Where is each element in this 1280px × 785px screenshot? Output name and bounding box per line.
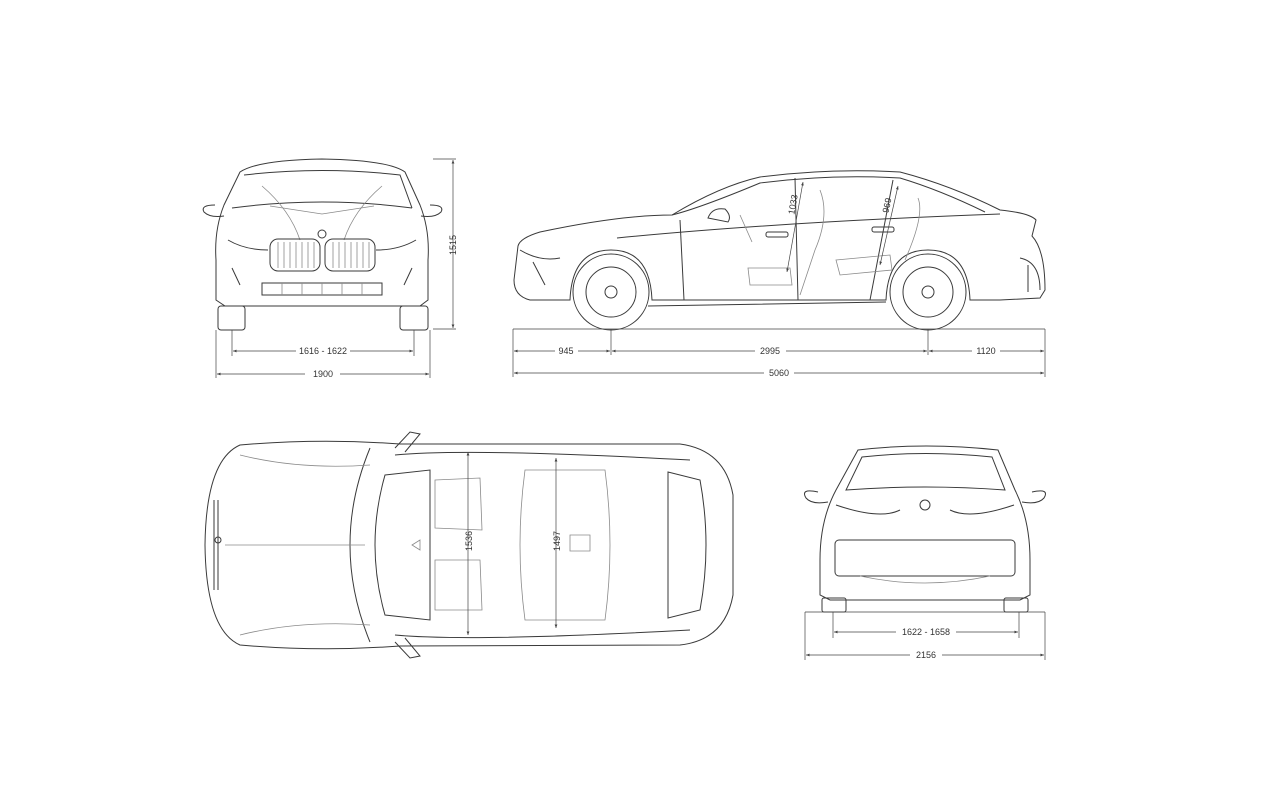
rear-shoulder-width-label: 1497 [552,531,562,551]
front-width-label: 1900 [313,369,333,379]
front-wheel [572,253,650,331]
front-headroom-label: 1033 [786,194,799,215]
rear-overhang-label: 1120 [976,346,995,356]
top-view: 1536 1497 [204,431,734,659]
length-label: 5060 [769,368,789,378]
front-shoulder-width-label: 1536 [464,531,474,551]
front-track-label: 1616 - 1622 [299,346,347,356]
front-overhang-label: 945 [558,346,573,356]
front-height-label: 1515 [448,235,458,255]
wheelbase-label: 2995 [760,346,780,356]
side-view: 1033 969 945 2995 1120 5060 [512,170,1046,378]
front-view: 1515 1616 - 1622 1900 [202,158,458,379]
rear-track-label: 1622 - 1658 [902,627,950,637]
rear-wheel [889,253,967,331]
width-with-mirrors-label: 2156 [916,650,936,660]
rear-view: 1622 - 1658 2156 [804,445,1046,660]
rear-headroom-label: 969 [881,197,894,214]
